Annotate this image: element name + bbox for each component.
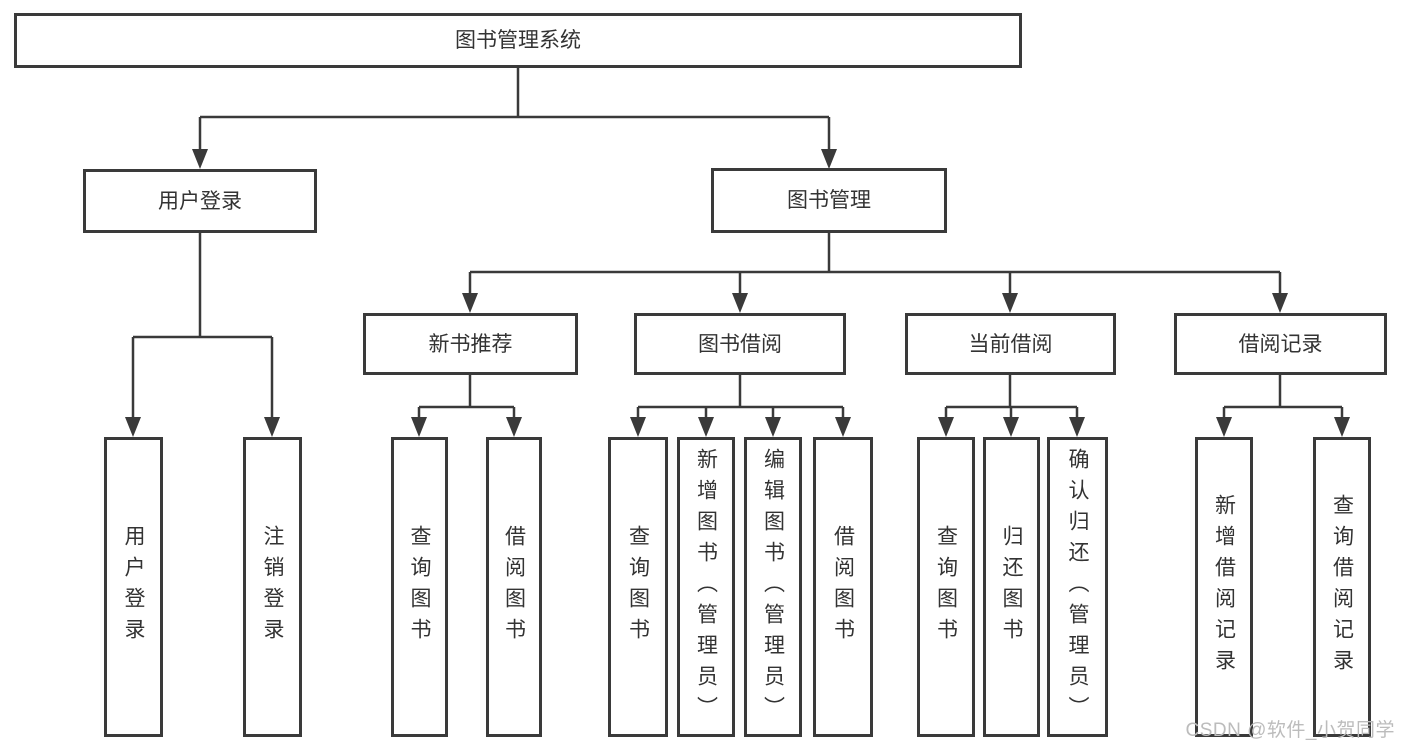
- leaf-label: 借阅图书: [831, 525, 855, 649]
- node-book-management-system: 图书管理系统: [14, 13, 1022, 68]
- leaf-label: 归还图书: [1000, 525, 1023, 649]
- node-book-borrowing: 图书借阅: [634, 313, 846, 375]
- leaf-add-books-admin: 新增图书（管理员）: [677, 437, 735, 737]
- leaf-label: 查询图书: [934, 525, 958, 649]
- leaf-query-books: 查询图书: [391, 437, 448, 737]
- leaf-label: 用户登录: [122, 525, 145, 649]
- leaf-label: 查询图书: [626, 525, 650, 649]
- leaf-query-books: 查询图书: [608, 437, 668, 737]
- leaf-logout: 注销登录: [243, 437, 302, 737]
- leaf-label: 注销登录: [261, 525, 284, 649]
- leaf-label: 借阅图书: [502, 525, 526, 649]
- leaf-label: 查询借阅记录: [1330, 494, 1354, 680]
- leaf-label: 确认归还（管理员）: [1066, 447, 1089, 727]
- leaf-label: 新增借阅记录: [1212, 494, 1236, 680]
- leaf-confirm-return-admin: 确认归还（管理员）: [1047, 437, 1108, 737]
- node-current-borrowing: 当前借阅: [905, 313, 1116, 375]
- csdn-watermark: CSDN @软件_小贺同学: [1185, 720, 1395, 741]
- leaf-label: 新增图书（管理员）: [694, 447, 718, 727]
- leaf-user-login: 用户登录: [104, 437, 163, 737]
- leaf-query-borrow-record: 查询借阅记录: [1313, 437, 1371, 737]
- node-new-book-recommendation: 新书推荐: [363, 313, 578, 375]
- leaf-edit-books-admin: 编辑图书（管理员）: [744, 437, 802, 737]
- node-book-management: 图书管理: [711, 168, 947, 233]
- node-borrowing-records: 借阅记录: [1174, 313, 1387, 375]
- leaf-label: 查询图书: [408, 525, 431, 649]
- leaf-label: 编辑图书（管理员）: [761, 447, 785, 727]
- leaf-borrow-books: 借阅图书: [813, 437, 873, 737]
- leaf-borrow-books: 借阅图书: [486, 437, 542, 737]
- node-user-login: 用户登录: [83, 169, 317, 233]
- leaf-query-books: 查询图书: [917, 437, 975, 737]
- leaf-return-books: 归还图书: [983, 437, 1040, 737]
- leaf-add-borrow-record: 新增借阅记录: [1195, 437, 1253, 737]
